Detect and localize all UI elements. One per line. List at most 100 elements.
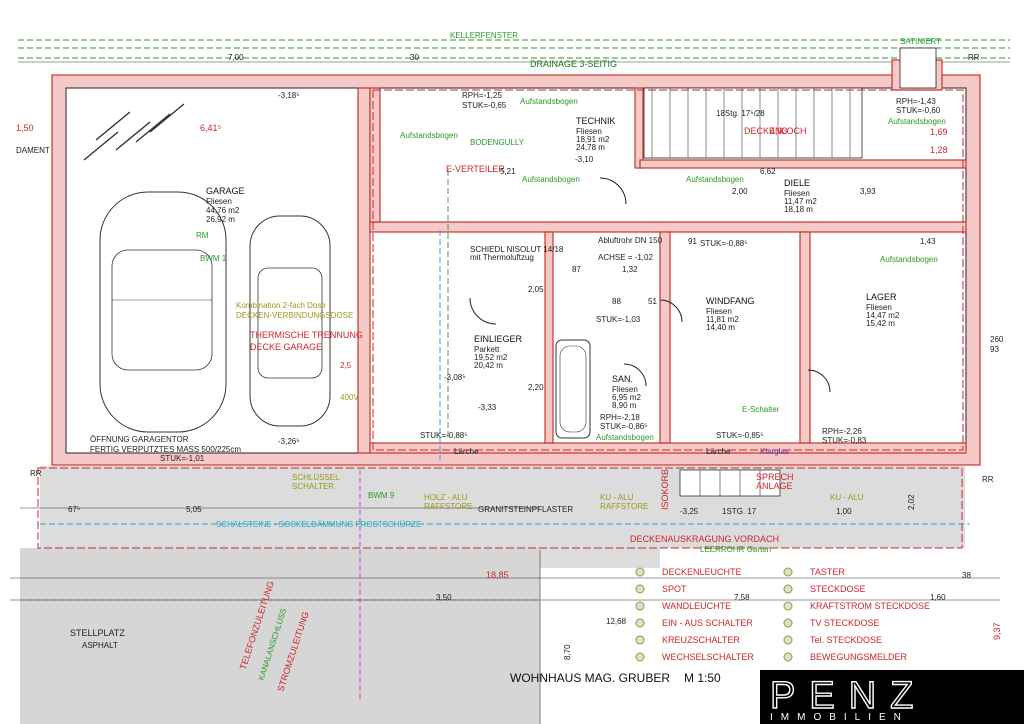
dim-160: 1,60 xyxy=(930,593,946,602)
dim-260: 260 xyxy=(990,335,1004,344)
legend-deckenleuchte: DECKENLEUCHTE xyxy=(662,567,742,577)
label-schiedl-2: mit Thermoluftzug xyxy=(470,253,534,262)
label-aufstand-2: Aufstandsbogen xyxy=(400,131,458,140)
label-garagentor-1: ÖFFNUNG GARAGENTOR xyxy=(90,435,189,444)
label-kombination: Kombination 2-fach Dose xyxy=(236,301,326,310)
dim-132: 1,32 xyxy=(622,265,638,274)
room-san-area2: 8,90 m xyxy=(612,401,637,410)
room-einlieger-area2: 20,42 m xyxy=(474,361,503,370)
room-garage-name: GARAGE xyxy=(206,186,245,196)
stuk-vorplatz-stg: 1STG. 17 xyxy=(722,507,757,516)
label-abluft: Abluftrohr DN 150 xyxy=(598,236,663,245)
label-aufstand-1: Aufstandsbogen xyxy=(520,97,578,106)
dim-38: 38 xyxy=(962,571,971,580)
room-garage-area1: 44,76 m2 xyxy=(206,206,240,215)
dim-205: 2,05 xyxy=(528,285,544,294)
label-stiegen: 18Stg. 17⁵/28 xyxy=(716,109,765,118)
stuk-garage-bot: STUK=-1,01 xyxy=(160,454,205,463)
drawing-title: WOHNHAUS MAG. GRUBER xyxy=(510,671,670,685)
room-lager-area1: 14,47 m2 xyxy=(866,311,900,320)
room-lager-floor: Fliesen xyxy=(866,303,892,312)
bathtub xyxy=(555,339,591,439)
stuk-einlieger: STUK=-0,88⁵ xyxy=(420,431,468,440)
stuk-garage-top: -3,18⁵ xyxy=(278,91,300,100)
entrance-steps xyxy=(679,469,781,497)
label-achse: ACHSE = -1,02 xyxy=(598,253,653,262)
dim-128: 1,28 xyxy=(930,145,948,155)
legend-steckdose: STECKDOSE xyxy=(810,584,866,594)
label-schalsteine: SCHALSTEINE - SOCKELDÄMMUNG FROSTSCHÜRZE xyxy=(216,520,421,529)
room-windfang-area1: 11,81 m2 xyxy=(706,315,739,324)
room-san-name: SAN. xyxy=(612,374,633,384)
dim-51: 51 xyxy=(648,297,657,306)
room-diele-floor: Fliesen xyxy=(784,189,810,198)
dim-393: 3,93 xyxy=(860,187,876,196)
stuk-garage-mid: -3,26⁵ xyxy=(278,437,300,446)
car-left xyxy=(99,191,227,433)
dim-641: 6,41⁵ xyxy=(200,123,222,133)
stuk-top-rph: RPH=-1,43 xyxy=(896,97,936,106)
dim-202: 2,02 xyxy=(907,494,916,510)
label-thermische-2: DECKE GARAGE xyxy=(250,342,322,352)
stair xyxy=(643,87,863,159)
label-satiniert: SATINIERT xyxy=(900,37,941,46)
room-windfang-area2: 14,40 m xyxy=(706,323,735,332)
room-windfang-name: WINDFANG xyxy=(706,296,755,306)
label-laerche-2: Lärche xyxy=(706,447,731,456)
legend-wechselschalter: WECHSELSCHALTER xyxy=(662,652,754,662)
label-rr-2: RR xyxy=(982,475,994,484)
logo-penz: PENZ xyxy=(770,675,927,717)
room-garage-area2: 26,92 m xyxy=(206,215,235,224)
room-lager-area2: 15,42 m xyxy=(866,319,895,328)
label-deckenverbindung: DECKEN-VERBINDUNGSDOSE xyxy=(236,311,353,320)
legend-taster: TASTER xyxy=(810,567,845,577)
legend-kreuzschalter: KREUZSCHALTER xyxy=(662,635,740,645)
dim-1268: 12,68 xyxy=(606,617,627,626)
dim-758: 7,58 xyxy=(734,593,750,602)
dim-521: 5,21 xyxy=(500,167,516,176)
paving-right xyxy=(540,548,660,568)
label-dament: DAMENT xyxy=(16,146,50,155)
label-garagentor-2: FERTIG VERPUTZTES MASS 500/225cm xyxy=(90,445,241,454)
label-stellplatz: STELLPLATZ xyxy=(70,628,125,638)
room-technik-floor: Fliesen xyxy=(576,127,602,136)
dim-493: 4,93 xyxy=(770,126,788,136)
label-eschalter: E-Schalter xyxy=(742,405,780,414)
label-holzalu-2: RAFFSTORE xyxy=(424,502,472,511)
stuk-windfang: STUK=-1,03 xyxy=(596,315,641,324)
dim-165: 2,5 xyxy=(340,361,352,370)
room-windfang-floor: Fliesen xyxy=(706,307,732,316)
label-isokorb: ISOKORB xyxy=(660,469,670,510)
dim-88: 88 xyxy=(612,297,621,306)
logo-immobilien: IMMOBILIEN xyxy=(770,712,909,723)
legend-kraftstrom: KRAFTSTROM STECKDOSE xyxy=(810,601,930,611)
dim-662: 6,62 xyxy=(760,167,776,176)
legend-ein-aus: EIN - AUS SCHALTER xyxy=(662,618,753,628)
stuk-technik-rph: RPH=-1,25 xyxy=(462,91,502,100)
label-kualu-1: KU - ALU xyxy=(600,493,634,502)
label-400v: 400V xyxy=(340,393,359,402)
room-san-area1: 6,95 m2 xyxy=(612,393,641,402)
logo-box xyxy=(760,670,1024,724)
dim-937: 9,37 xyxy=(992,622,1002,640)
dim-220: 2,20 xyxy=(528,383,544,392)
legend-symbols xyxy=(635,567,793,662)
dim-87: 87 xyxy=(572,265,581,274)
label-rm-garage: RM xyxy=(196,231,209,240)
label-kualu-3: KU - ALU xyxy=(830,493,864,502)
dim-350: 3,50 xyxy=(436,593,452,602)
room-einlieger-name: EINLIEGER xyxy=(474,334,523,344)
label-deckenauskragung: DECKENAUSKRAGUNG VORDACH xyxy=(630,534,779,544)
stuk-vorplatz: -3,25 xyxy=(680,507,699,516)
label-bwm9: BWM 9 xyxy=(368,491,395,500)
dim-91: 91 xyxy=(688,237,697,246)
legend: DECKENLEUCHTE SPOT WANDLEUCHTE EIN - AUS… xyxy=(662,567,930,662)
room-technik-name: TECHNIK xyxy=(576,116,616,126)
dim-870: 8,70 xyxy=(563,644,572,660)
stuk-san-rph: RPH=-2,18 xyxy=(600,413,640,422)
room-diele-name: DIELE xyxy=(784,178,810,188)
label-aufstand-3: Aufstandsbogen xyxy=(522,175,580,184)
stuk-einlieger-lvl2: -3,33 xyxy=(478,403,497,412)
label-klarglas: Klarglas xyxy=(760,447,789,456)
